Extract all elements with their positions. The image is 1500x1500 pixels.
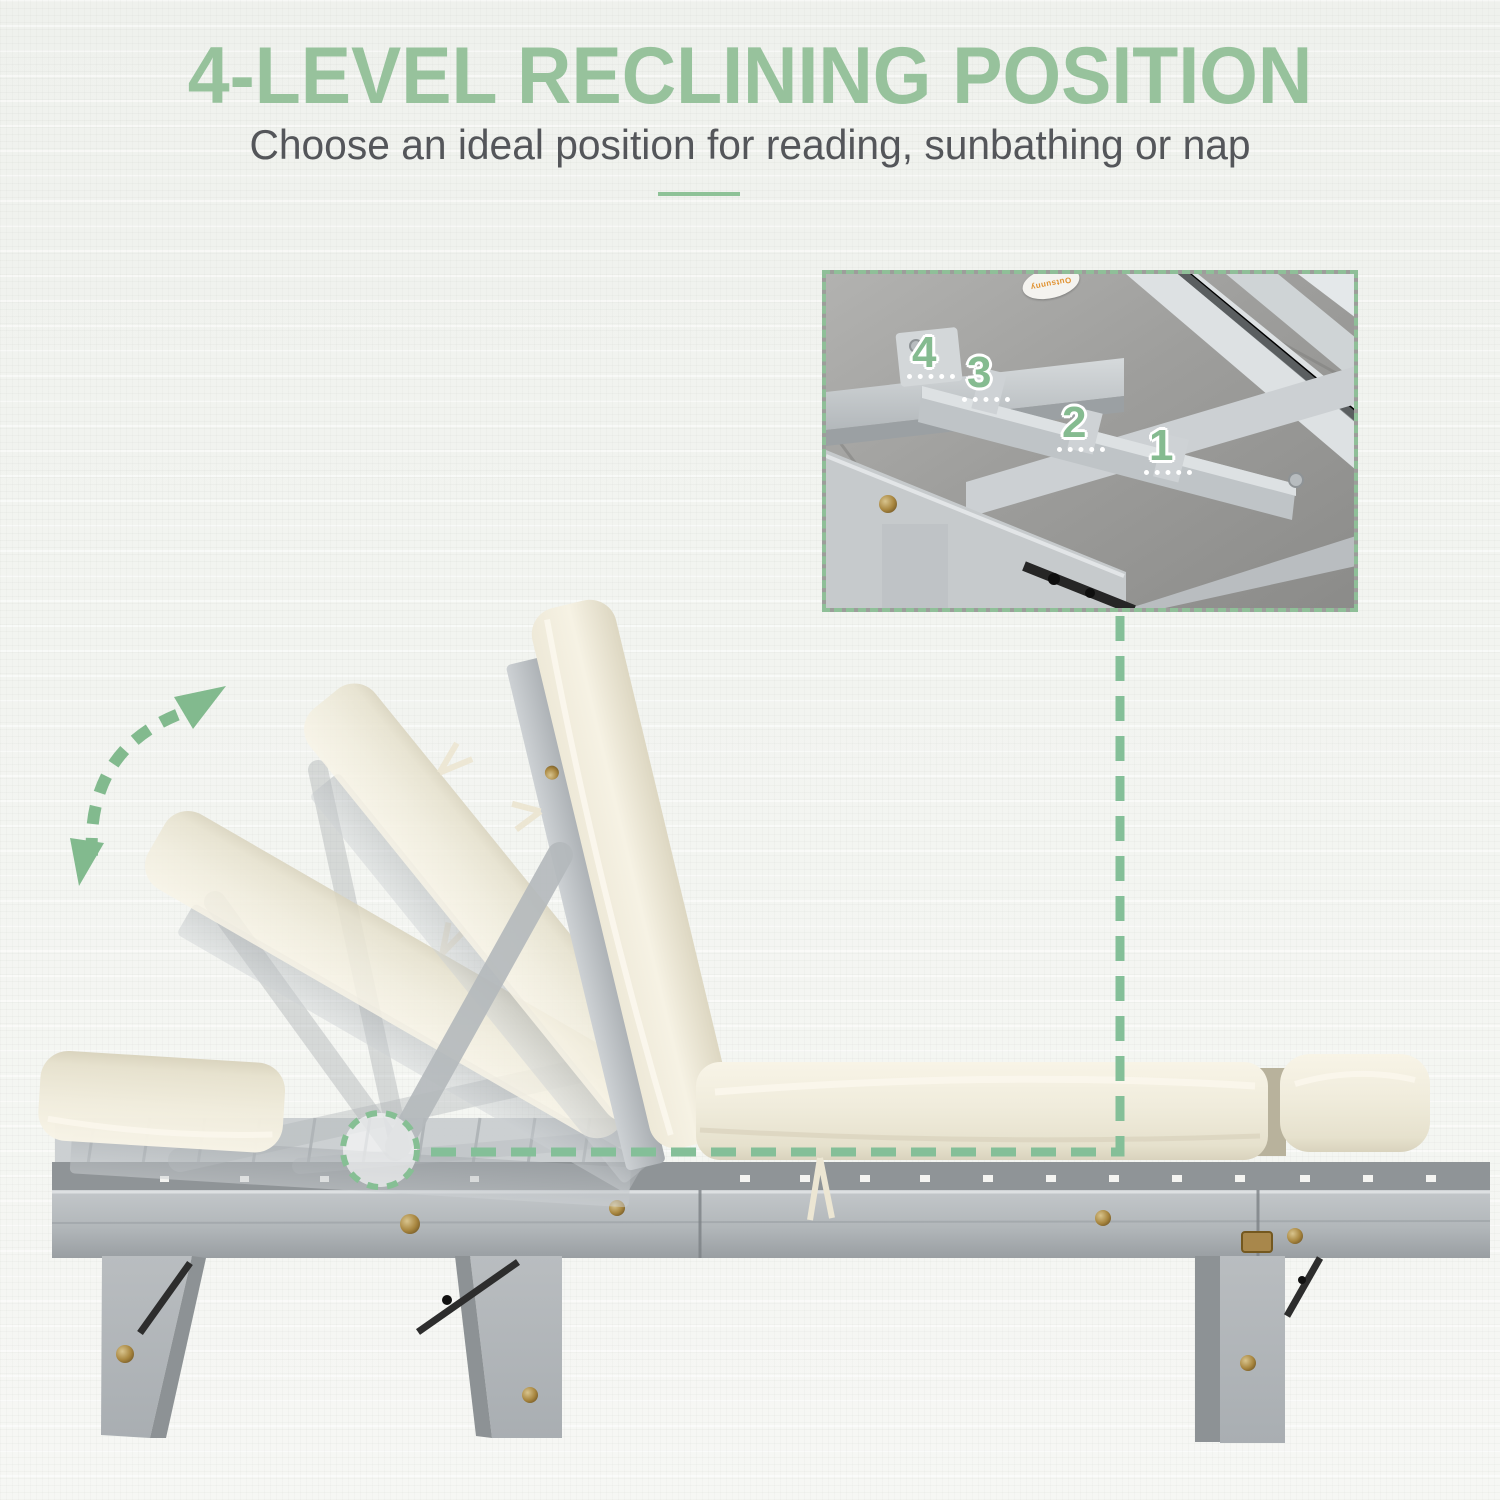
brand-logo-text: Outsunny [1029,274,1073,292]
recline-arrow-icon [70,686,226,886]
lower-rail [1130,536,1354,608]
position-dots-1 [1144,470,1192,475]
page-title: 4-LEVEL RECLINING POSITION [187,31,1313,121]
position-label-4: 4 [912,328,937,377]
position-dots-2 [1057,447,1105,452]
apron-rail [52,1190,1490,1258]
seat-tie [807,1157,835,1221]
position-dots-4 [907,374,955,379]
seat-cushion [696,1062,1268,1221]
mechanism-inset: 4 3 2 1 Outsunny [822,270,1358,612]
leg-right-brace [1283,1256,1324,1318]
leg-right [1195,1256,1324,1443]
leg-left-brace [137,1260,193,1336]
position-label-3: 3 [967,348,992,397]
metal-bracket [1022,561,1136,608]
leg-middle [415,1256,562,1438]
pivot-highlight-circle [340,1110,420,1190]
support-bar [966,366,1354,518]
position-dots-3 [962,397,1010,402]
seat-cushions [696,1054,1430,1221]
apron-screws [400,1200,1303,1244]
position-label-1: 1 [1149,421,1174,470]
page-subtitle: Choose an ideal position for reading, su… [249,121,1251,168]
inset-leader-line [420,616,1125,1157]
backrest-position-4 [506,599,734,1171]
backrest-strut [385,842,573,1159]
footrest-cushion [1280,1054,1430,1152]
section-hinge [1241,1231,1273,1253]
title-divider [658,192,740,196]
mechanism-photo [826,274,1354,608]
position-label-2: 2 [1062,398,1087,447]
inset-leg [882,524,948,608]
leg-middle-brace [415,1259,521,1335]
leg-left [101,1256,206,1438]
